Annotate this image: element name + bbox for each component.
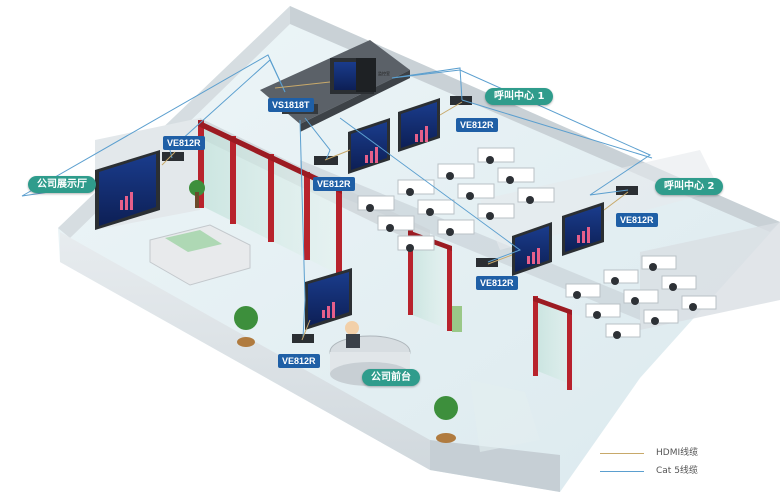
call-center-2 [476,186,717,339]
zone-call-center-1: 呼叫中心 1 [485,88,554,105]
legend-hdmi-label: HDMI线缆 [656,448,699,458]
receiver-label-showroom: VE812R [163,136,205,150]
legend-cat5-swatch [600,471,644,472]
receiver-label-cc2: VE812R [616,213,658,227]
hdmi-cabling [161,81,629,341]
zone-reception: 公司前台 [362,369,420,386]
zone-showroom: 公司展示厅 [28,176,96,193]
receiver-label-reception: VE812R [278,354,320,368]
zone-call-center-2: 呼叫中心 2 [655,178,724,195]
screen-charts [120,126,590,318]
receiver-label-cc1-left: VE812R [313,177,355,191]
legend-cat5-label: Cat 5线缆 [656,466,698,476]
legend-cat5: Cat 5线缆 [600,464,770,482]
showroom-area [95,150,251,286]
legend-hdmi: HDMI线缆 [600,446,770,464]
legend-hdmi-swatch [600,453,644,454]
receiver-label-cc2-left: VE812R [476,276,518,290]
receiver-label-cc1-right: VE812R [456,118,498,132]
switch-label: VS1818T [268,98,314,112]
legend: HDMI线缆 Cat 5线缆 [600,446,770,482]
control-room-label: 监控室 [378,71,390,76]
glass-partitions [198,120,580,390]
